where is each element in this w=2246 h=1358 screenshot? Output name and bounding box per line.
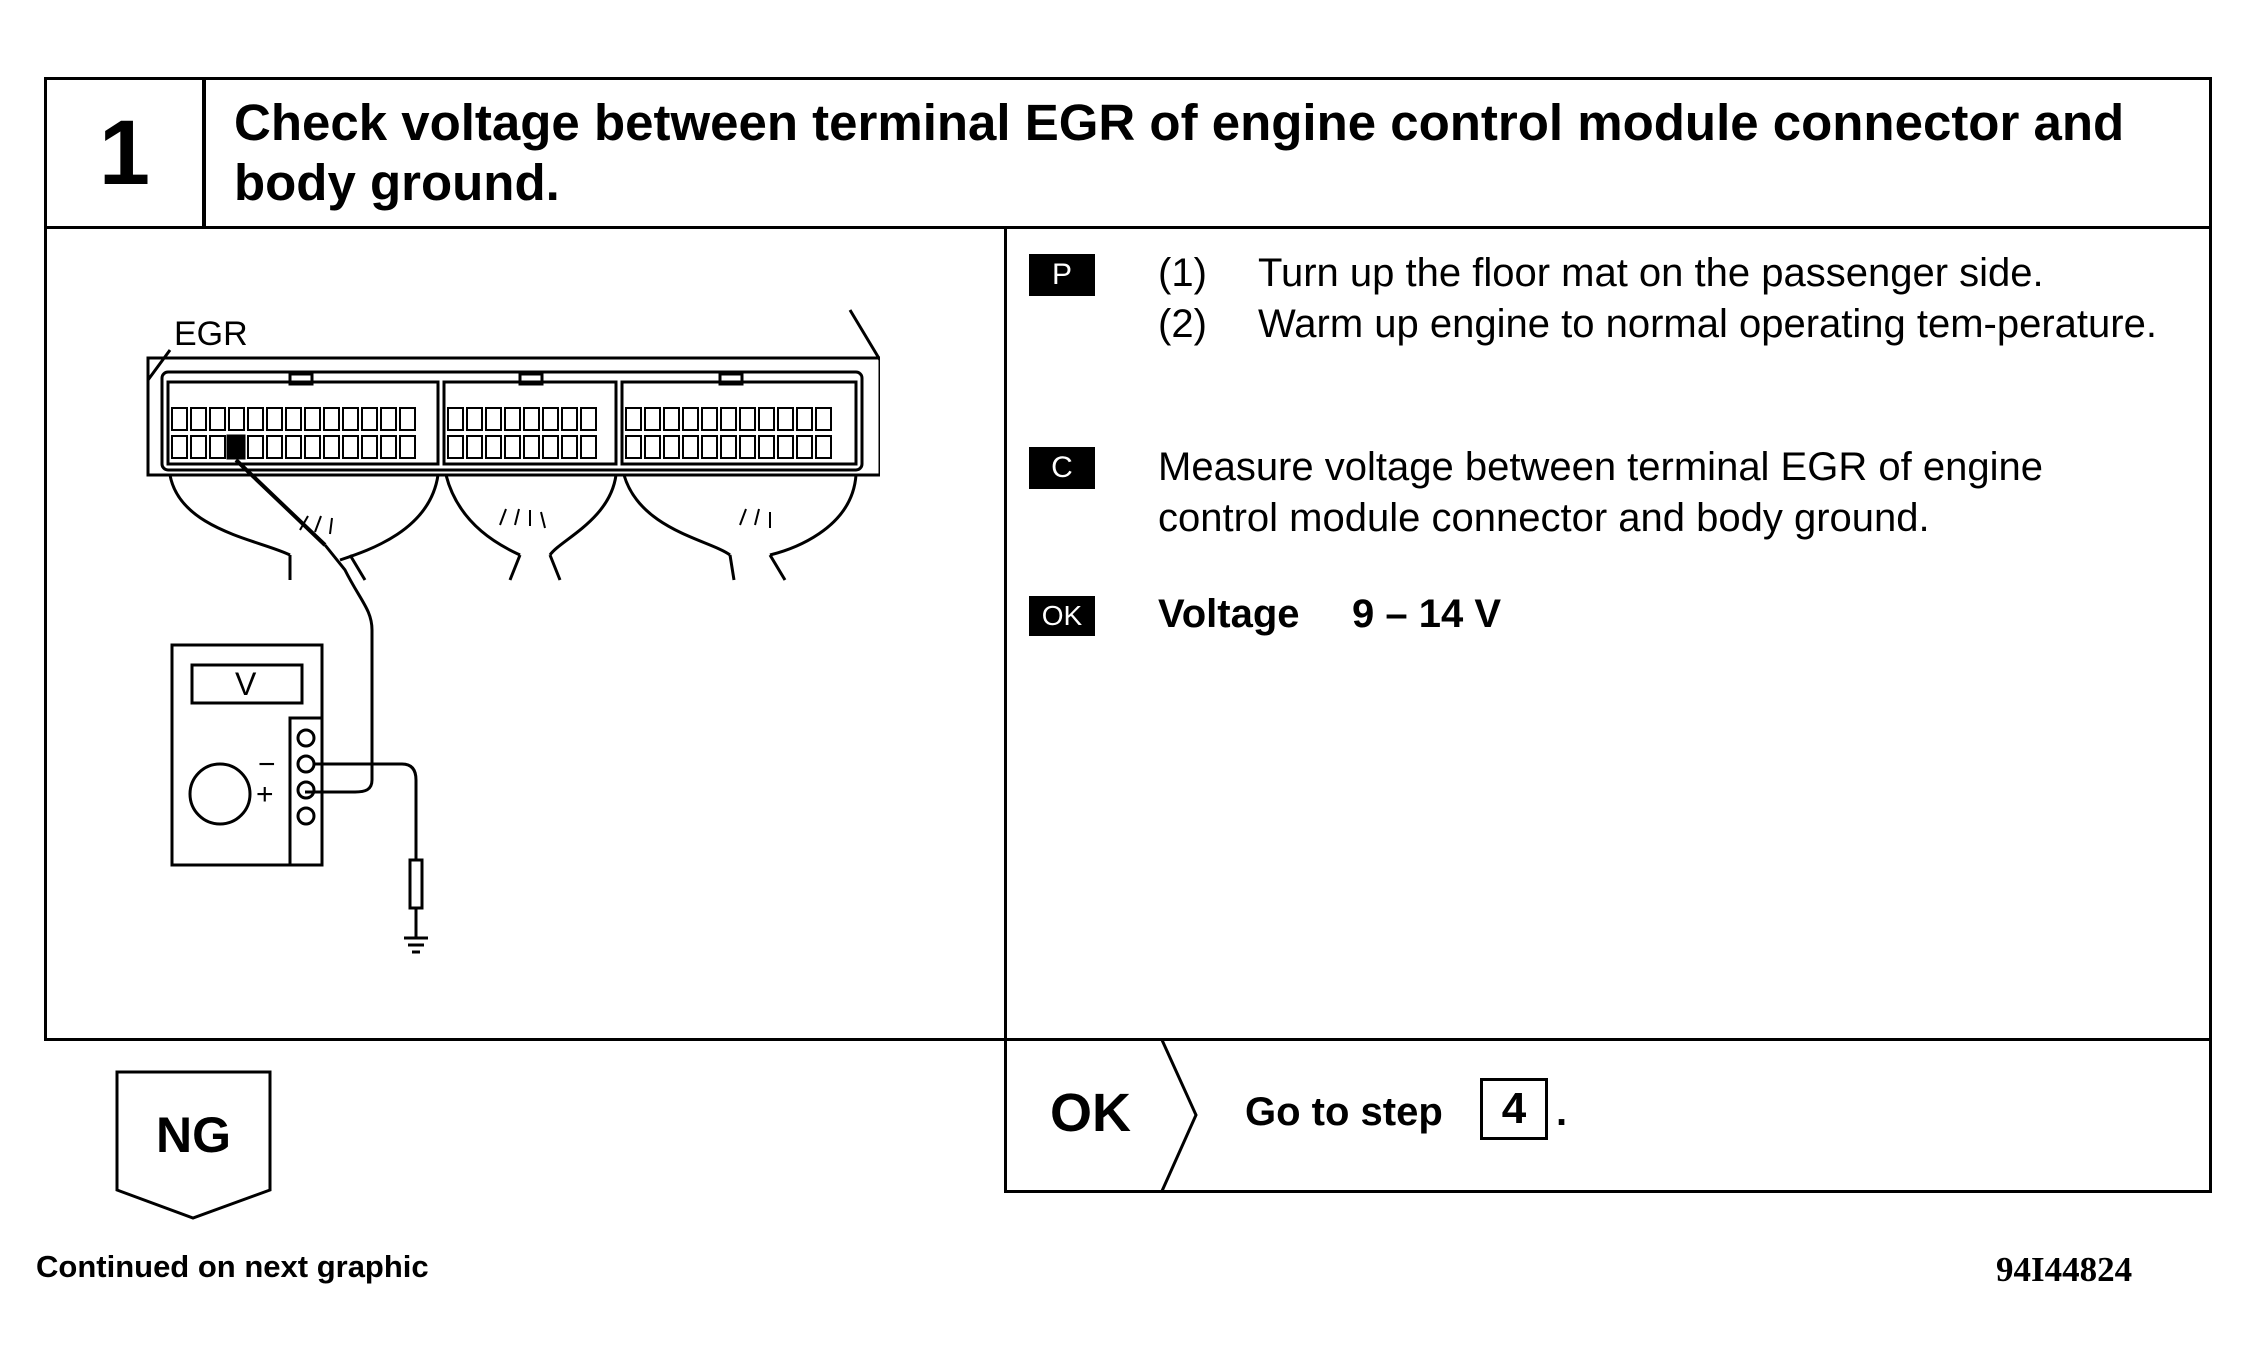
connector-pin [758, 407, 775, 431]
prep-item-number: (2) [1158, 302, 1207, 346]
connector-pin [720, 435, 737, 459]
connector-pin [285, 407, 302, 431]
connector-pin [247, 435, 264, 459]
step-body-frame [44, 226, 2212, 1041]
step-title: Check voltage between terminal EGR of en… [234, 94, 2125, 211]
connector-pin [504, 407, 521, 431]
connector-pin [542, 435, 559, 459]
connector-pin [171, 407, 188, 431]
connector-pin [209, 407, 226, 431]
spec-label: Voltage [1158, 592, 1300, 636]
connector-pin [342, 407, 359, 431]
connector-pin [701, 407, 718, 431]
connector-pin [561, 435, 578, 459]
connector-pin [796, 435, 813, 459]
connector-pin [323, 435, 340, 459]
connector-pin [447, 435, 464, 459]
goto-trailing-period: . [1556, 1090, 1568, 1134]
connector-pin [739, 407, 756, 431]
connector-pin [190, 435, 207, 459]
connector-pin [758, 435, 775, 459]
connector-pin [644, 407, 661, 431]
connector-pin [739, 435, 756, 459]
spec-value: 9 – 14 V [1352, 592, 1502, 636]
connector-pin [682, 407, 699, 431]
connector-pin [561, 407, 578, 431]
ok-spec-badge: OK [1029, 596, 1095, 636]
goto-step-link[interactable]: 4 [1480, 1078, 1548, 1140]
ng-result-label: NG [156, 1107, 231, 1163]
connector-pin [266, 407, 283, 431]
connector-pin [796, 407, 813, 431]
connector-pin [485, 435, 502, 459]
connector-pin [247, 407, 264, 431]
connector-pin [644, 435, 661, 459]
connector-pin [663, 435, 680, 459]
check-badge: C [1029, 447, 1095, 489]
egr-terminal [226, 434, 246, 460]
goto-step-text: Go to step [1245, 1090, 1443, 1134]
check-instruction: Measure voltage between terminal EGR of … [1158, 445, 2043, 540]
connector-pin [399, 407, 416, 431]
connector-pin [485, 407, 502, 431]
connector-pin [815, 435, 832, 459]
connector-pin [701, 435, 718, 459]
connector-pin [720, 407, 737, 431]
connector-pin [190, 407, 207, 431]
connector-pin [266, 435, 283, 459]
ok-result-label: OK [1050, 1083, 1131, 1143]
column-divider [1004, 226, 1007, 1193]
connector-pin [466, 435, 483, 459]
connector-pin [580, 407, 597, 431]
prep-item-text: Warm up engine to normal operating tem-p… [1258, 302, 2157, 346]
connector-pin [682, 435, 699, 459]
connector-pin [815, 407, 832, 431]
connector-pins [171, 407, 832, 459]
connector-pin [304, 435, 321, 459]
ecm-voltage-diagram: EGR V − + [146, 309, 880, 954]
ok-chevron-icon [1160, 1039, 1198, 1192]
connector-pin [447, 407, 464, 431]
connector-pin [399, 435, 416, 459]
plus-terminal-label: + [256, 778, 274, 811]
minus-terminal-label: − [258, 748, 276, 781]
connector-pin [380, 435, 397, 459]
connector-pin [580, 435, 597, 459]
connector-pin [304, 407, 321, 431]
connector-pin [380, 407, 397, 431]
connector-pin [342, 435, 359, 459]
connector-pin [209, 435, 226, 459]
voltmeter-illustration [170, 643, 428, 954]
connector-pin [466, 407, 483, 431]
ng-arrow-icon [115, 1070, 272, 1220]
preparation-badge: P [1029, 254, 1095, 296]
meter-display-label: V [235, 666, 257, 702]
connector-pin [777, 435, 794, 459]
connector-pin [625, 435, 642, 459]
connector-pin [625, 407, 642, 431]
connector-pin [228, 407, 245, 431]
terminal-label: EGR [174, 315, 248, 353]
connector-pin [523, 407, 540, 431]
ok-result-row [1004, 1038, 2212, 1193]
prep-item-number: (1) [1158, 251, 1207, 295]
figure-id: 94I44824 [1996, 1250, 2133, 1289]
continued-note: Continued on next graphic [36, 1249, 429, 1284]
connector-pin [663, 407, 680, 431]
connector-pin [285, 435, 302, 459]
connector-pin [323, 407, 340, 431]
connector-pin [361, 407, 378, 431]
goto-step-number: 4 [1501, 1084, 1527, 1133]
step-number: 1 [98, 102, 151, 204]
connector-pin [361, 435, 378, 459]
connector-pin [504, 435, 521, 459]
connector-pin [523, 435, 540, 459]
prep-item-text: Turn up the floor mat on the passenger s… [1258, 251, 2044, 295]
connector-pin [171, 435, 188, 459]
step-number-box: 1 [44, 77, 206, 229]
connector-pin [777, 407, 794, 431]
ecm-connector-illustration [146, 309, 880, 794]
connector-pin [542, 407, 559, 431]
